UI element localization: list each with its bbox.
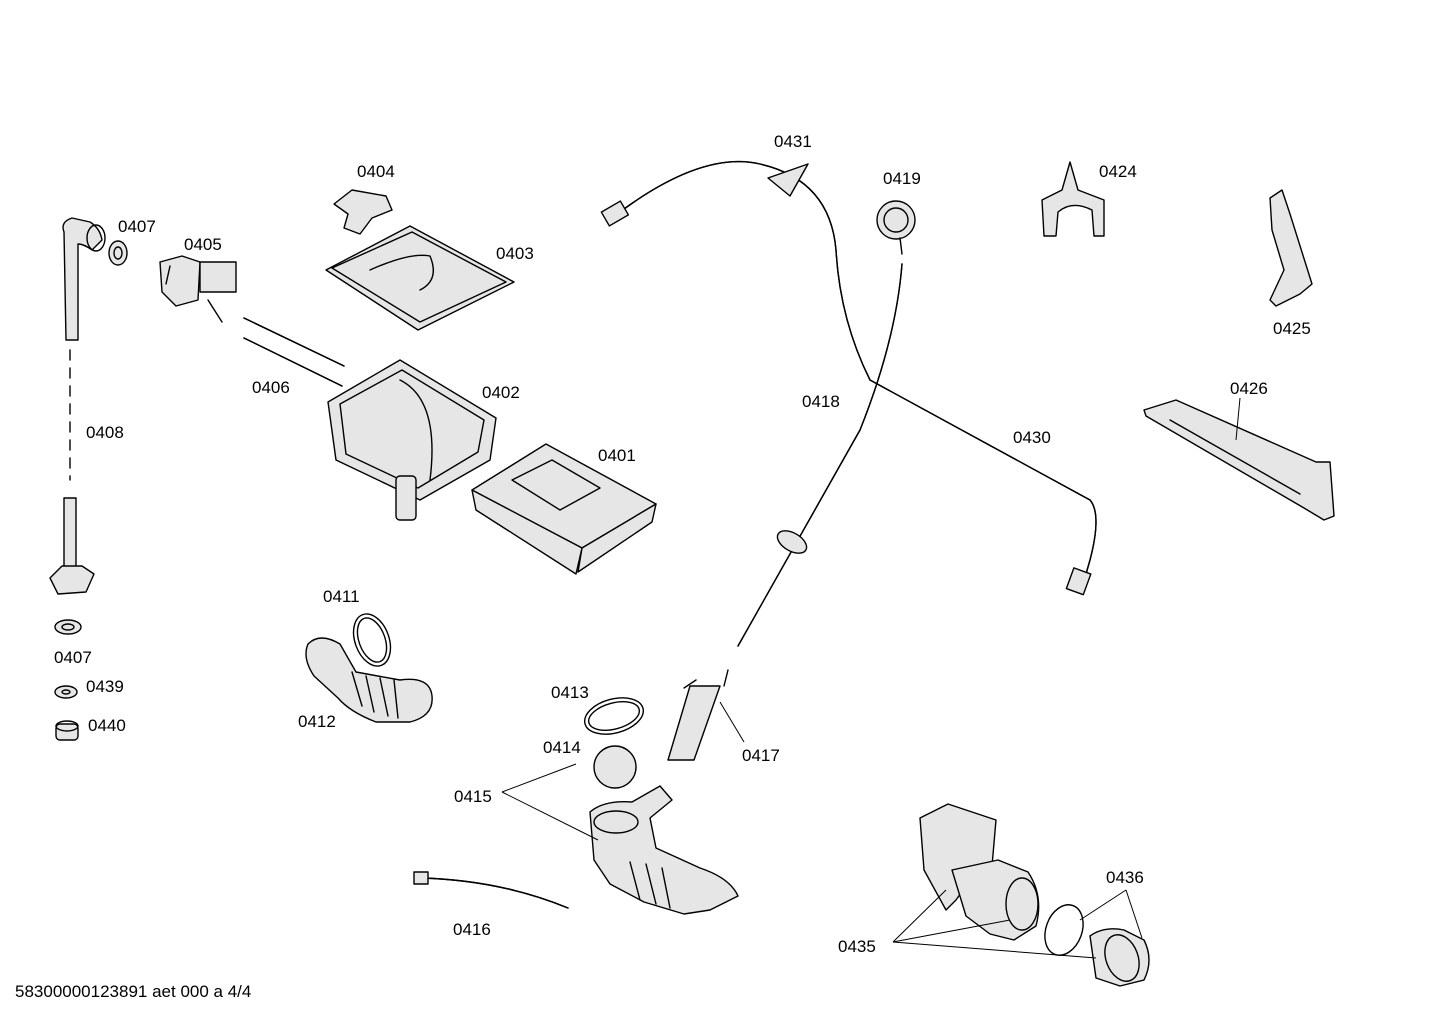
- part-0411-seal-ring: [352, 613, 392, 667]
- label-0417: 0417: [742, 746, 780, 765]
- part-0408-inlet-pipe: [49, 217, 106, 595]
- label-0425: 0425: [1273, 319, 1311, 338]
- part-0439-washer: [54, 685, 78, 699]
- label-0426: 0426: [1230, 379, 1268, 398]
- label-0404: 0404: [357, 162, 395, 181]
- label-0424: 0424: [1099, 162, 1137, 181]
- label-0406: 0406: [252, 378, 290, 397]
- part-0430-0431-hose: [600, 160, 1097, 596]
- part-0405-valve: [159, 255, 237, 323]
- part-0425-bracket: [1269, 189, 1313, 307]
- label-0414: 0414: [543, 738, 581, 757]
- label-0402: 0402: [482, 383, 520, 402]
- label-0418: 0418: [802, 392, 840, 411]
- part-0424-holder: [1041, 161, 1105, 237]
- label-0415: 0415: [454, 787, 492, 806]
- part-0407-washer-top: [108, 240, 128, 266]
- label-0440: 0440: [88, 716, 126, 735]
- part-0403-cover: [325, 225, 515, 331]
- label-0419: 0419: [883, 169, 921, 188]
- label-0403: 0403: [496, 244, 534, 263]
- part-0406-hoses: [243, 317, 345, 387]
- label-0408: 0408: [86, 423, 124, 442]
- label-0412: 0412: [298, 712, 336, 731]
- label-0401: 0401: [598, 446, 636, 465]
- part-0413-ring: [583, 697, 645, 735]
- part-0415-sump: [589, 785, 739, 915]
- part-0436-filter: [1044, 904, 1150, 987]
- label-0411: 0411: [323, 587, 360, 606]
- label-0435: 0435: [838, 937, 876, 956]
- part-0426-rail: [1143, 399, 1335, 521]
- part-0416-hose: [413, 871, 569, 909]
- part-0414-ball: [593, 745, 637, 789]
- label-0413: 0413: [551, 683, 589, 702]
- part-0417-pressure-chamber: [667, 669, 729, 761]
- part-0412-bellow-hose: [305, 637, 433, 723]
- part-0419-pressure-switch: [876, 200, 916, 255]
- label-0436: 0436: [1106, 868, 1144, 887]
- label-0416: 0416: [453, 920, 491, 939]
- label-0405: 0405: [184, 235, 222, 254]
- part-0404-clip: [333, 189, 393, 235]
- label-0430: 0430: [1013, 428, 1051, 447]
- part-0407-washer-bottom: [54, 619, 82, 635]
- part-0401-drawer: [471, 443, 657, 575]
- leader-lines: [501, 397, 1241, 959]
- label-0407-top: 0407: [118, 217, 156, 236]
- part-0440-filter-insert: [55, 720, 79, 741]
- label-0407-bottom: 0407: [54, 648, 92, 667]
- part-0418-tube: [737, 263, 903, 647]
- part-0402-dispenser-housing: [327, 359, 497, 521]
- drawing-number: 58300000123891 aet 000 a 4/4: [15, 982, 252, 1001]
- label-0431: 0431: [774, 132, 812, 151]
- part-0435-pump: [919, 803, 1040, 941]
- label-0439: 0439: [86, 677, 124, 696]
